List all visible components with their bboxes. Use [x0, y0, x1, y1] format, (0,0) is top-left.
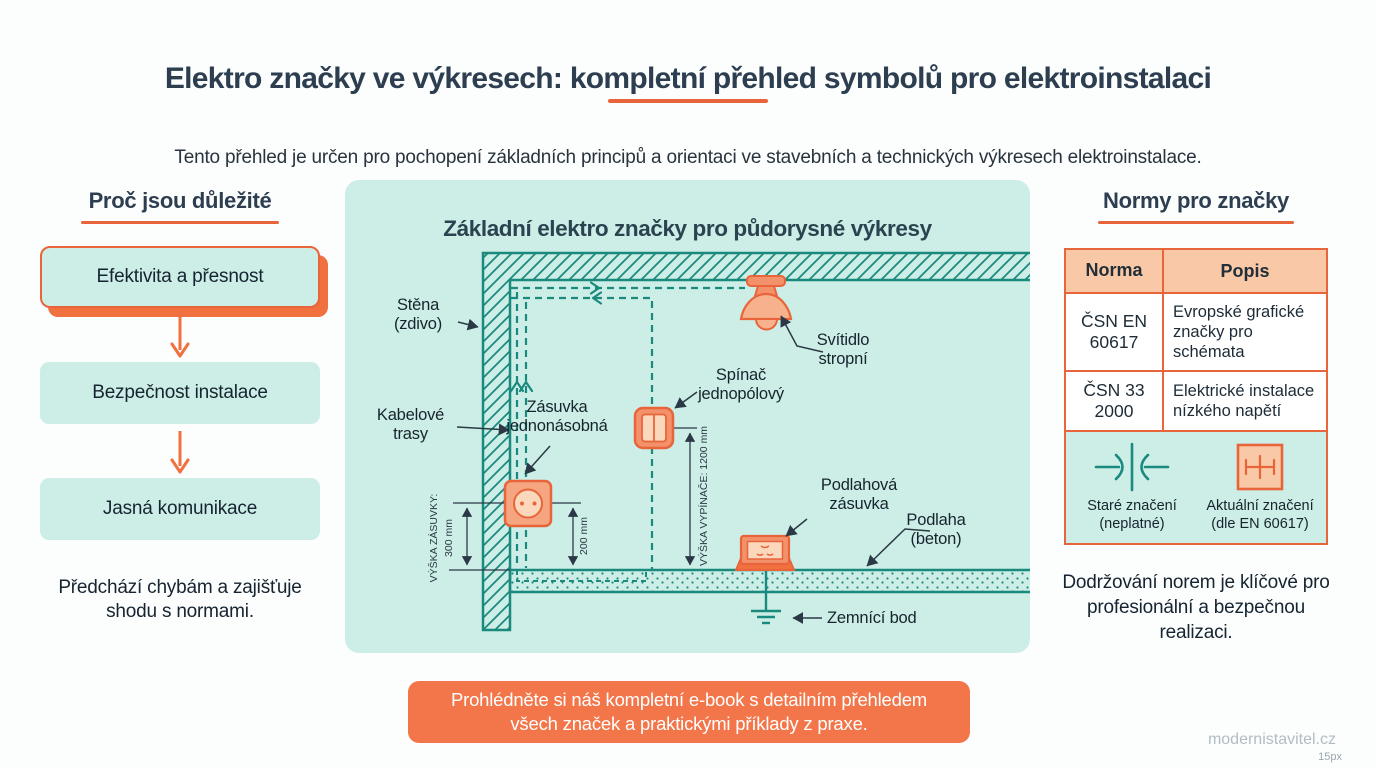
- grounding-symbol: [751, 568, 781, 625]
- label-stena: Stěna (zdivo): [393, 296, 443, 334]
- symbols-row: Staré značení (neplatné): [1066, 432, 1326, 544]
- size-note: 15px: [1318, 751, 1342, 763]
- norms-section: Normy pro značky Norma Popis ČSN EN 6061…: [1058, 188, 1334, 645]
- label-svitidlo: Svítidlo stropní: [816, 331, 870, 369]
- norms-table: Norma Popis ČSN EN 60617 Evropské grafic…: [1064, 248, 1328, 546]
- title-underline: [608, 99, 768, 103]
- current-marking-icon: [1236, 444, 1284, 491]
- why-box-label: Jasná komunikace: [102, 498, 258, 519]
- arrow-down-icon: [170, 431, 190, 474]
- arrow-down-icon: [170, 315, 190, 358]
- norms-heading-underline: [1098, 221, 1294, 224]
- floor-socket-icon: [734, 534, 796, 571]
- why-box-efektivita: Efektivita a přesnost: [40, 246, 320, 308]
- floorplan-panel: Základní elektro značky pro půdorysné vý…: [345, 180, 1030, 653]
- why-section-heading: Proč jsou důležité: [88, 188, 272, 213]
- table-header-row: Norma Popis: [1066, 250, 1326, 294]
- dim-vyska-vypinace: VÝŠKA VYPÍNAČE: 1200 mm: [698, 425, 710, 566]
- table-header-popis: Popis: [1164, 250, 1326, 292]
- why-box-komunikace: Jasná komunikace: [40, 478, 320, 540]
- legacy-marking-icon: [1094, 443, 1170, 492]
- norma-cell: ČSN EN 60617: [1066, 294, 1164, 371]
- popis-cell: Evropské grafické značky pro schémata: [1173, 303, 1305, 362]
- norma-cell: ČSN 33 2000: [1066, 372, 1164, 431]
- norms-note: Dodržování norem je klíčové pro profesio…: [1062, 572, 1330, 643]
- cta-line-1: Prohlédněte si náš kompletní e-book s de…: [450, 689, 928, 710]
- table-row: ČSN 33 2000 Elektrické instalace nízkého…: [1066, 372, 1326, 433]
- floorplan-diagram: [449, 251, 1030, 632]
- label-arrows: [456, 315, 931, 624]
- page-title: Elektro značky ve výkresech: kompletní p…: [164, 62, 1212, 96]
- table-row: ČSN EN 60617 Evropské grafické značky pr…: [1066, 294, 1326, 373]
- current-symbol-label: Aktuální značení (dle EN 60617): [1206, 498, 1314, 532]
- why-box-bezpecnost: Bezpečnost instalace: [40, 362, 320, 424]
- current-symbol-group: Aktuální značení (dle EN 60617): [1196, 440, 1324, 533]
- label-zemnici-bod: Zemnící bod: [827, 609, 917, 627]
- dim-300mm: 300 mm: [443, 519, 455, 557]
- label-podlaha: Podlaha (beton): [906, 511, 966, 549]
- ebook-cta-banner[interactable]: Prohlédněte si náš kompletní e-book s de…: [408, 681, 970, 743]
- ceiling-light-icon: [739, 275, 793, 331]
- floorplan-heading: Základní elektro značky pro půdorysné vý…: [443, 215, 932, 241]
- popis-cell: Elektrické instalace nízkého napětí: [1173, 382, 1315, 421]
- label-kabelove-trasy: Kabelové trasy: [376, 406, 445, 444]
- switch-icon: [633, 406, 675, 450]
- label-spinac: Spínač jednopólový: [698, 366, 784, 404]
- why-note: Předchází chybám a zajišťuje shodu s nor…: [58, 577, 302, 623]
- dim-200mm: 200 mm: [578, 517, 590, 555]
- label-podlahova-zasuvka: Podlahová zásuvka: [820, 476, 898, 514]
- legacy-symbol-group: Staré značení (neplatné): [1068, 440, 1196, 533]
- why-box-label: Efektivita a přesnost: [96, 266, 264, 287]
- cable-route-arrows: [509, 281, 603, 393]
- table-header-norma: Norma: [1066, 250, 1164, 292]
- page-subtitle: Tento přehled je určen pro pochopení zák…: [174, 147, 1202, 168]
- norms-heading: Normy pro značky: [1103, 188, 1289, 213]
- why-box-label: Bezpečnost instalace: [92, 382, 268, 403]
- dim-vyska-zasuvky: VÝŠKA ZÁSUVKY:: [428, 493, 440, 583]
- why-important-section: Proč jsou důležité Efektivita a přesnost…: [40, 188, 320, 625]
- wall-hatch: [481, 251, 1030, 632]
- why-heading-underline: [81, 221, 279, 224]
- watermark: modernistavitel.cz: [1207, 731, 1336, 748]
- wall-socket-icon: [503, 479, 553, 528]
- label-zasuvka: Zásuvka jednonásobná: [506, 398, 608, 436]
- legacy-symbol-label: Staré značení (neplatné): [1087, 498, 1177, 532]
- cta-line-2: všech značek a praktickými příklady z pr…: [510, 713, 868, 734]
